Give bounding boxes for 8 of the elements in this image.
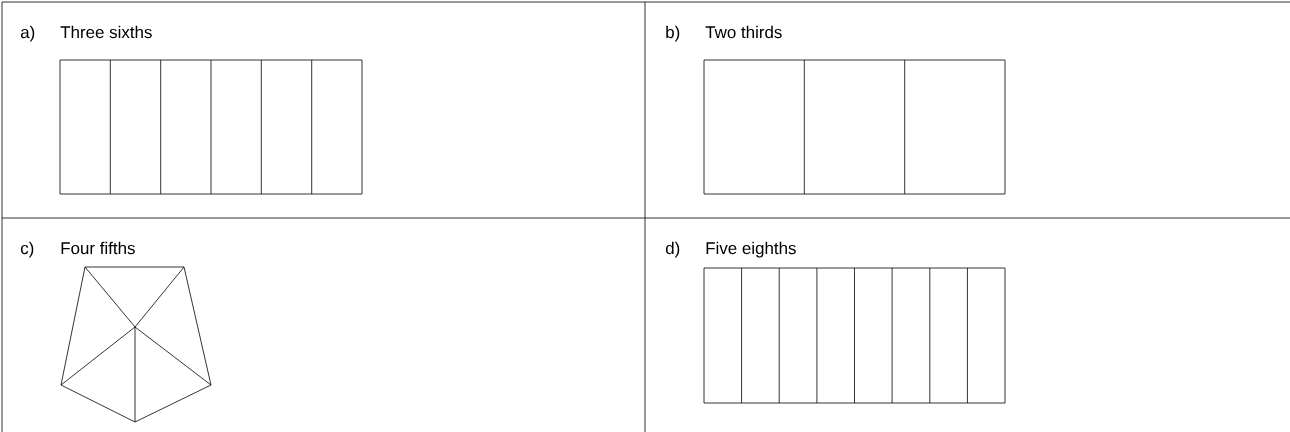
question-label: d) xyxy=(665,241,680,258)
question-label: c) xyxy=(20,241,34,258)
question-label: b) xyxy=(666,25,680,42)
question-label: Five eighths xyxy=(706,241,796,258)
question-label: Two thirds xyxy=(705,25,782,39)
question-label: a) xyxy=(20,25,35,42)
question-label: Four fifths xyxy=(61,241,135,255)
question-label: Three sixths xyxy=(60,25,152,39)
